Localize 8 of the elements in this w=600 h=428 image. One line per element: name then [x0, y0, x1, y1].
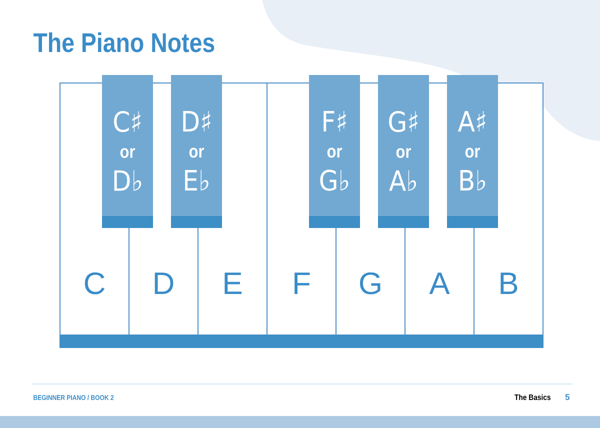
page-number: 5 [565, 394, 570, 400]
accidental-key: G♯ or A♭ [378, 75, 429, 228]
accidental-key: D♯ or E♭ [171, 75, 222, 228]
accidental-key: F♯ or G♭ [309, 75, 360, 228]
accidental-key: A♯ or B♭ [447, 75, 498, 228]
section-name: The Basics [514, 394, 550, 400]
title: The Piano Notes [33, 32, 214, 52]
accidental-key: C♯ or D♭ [102, 75, 153, 228]
